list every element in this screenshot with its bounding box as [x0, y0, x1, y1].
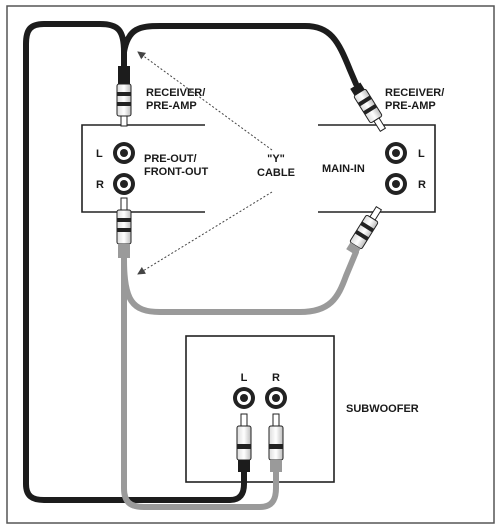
label-main-l: L	[418, 148, 425, 160]
gray-cable-sub	[121, 252, 279, 510]
jack-preout-l	[113, 142, 135, 164]
rca-plug-top-right	[350, 82, 387, 133]
label-right-channel: R	[96, 179, 104, 191]
subwoofer-box	[185, 335, 335, 483]
rca-plug-top-left	[116, 66, 132, 127]
jack-mainin-r	[385, 173, 407, 195]
jack-sub-l	[233, 387, 255, 409]
rca-plug-bottom-left	[116, 197, 132, 258]
label-receiver-left-1: RECEIVER/	[146, 87, 205, 99]
jack-sub-r	[265, 387, 287, 409]
label-sub-r: R	[272, 372, 280, 384]
label-receiver-right-2: PRE-AMP	[385, 100, 436, 112]
label-receiver-left-2: PRE-AMP	[146, 100, 197, 112]
jack-mainin-l	[385, 142, 407, 164]
rca-plug-bottom-right	[346, 205, 383, 256]
gray-cable-right	[121, 249, 359, 315]
label-left-channel: L	[96, 148, 103, 160]
label-receiver-right-1: RECEIVER/	[385, 87, 444, 99]
label-y-cable-2: CABLE	[257, 167, 295, 179]
receiver-left-panel	[81, 124, 205, 213]
label-preout-1: PRE-OUT/	[144, 153, 197, 165]
label-preout-2: FRONT-OUT	[144, 166, 208, 178]
label-y-cable-1: "Y"	[267, 153, 285, 165]
label-main-in: MAIN-IN	[322, 163, 365, 175]
rca-plug-sub-right	[268, 413, 284, 472]
jack-preout-r	[113, 173, 135, 195]
label-main-r: R	[418, 179, 426, 191]
arrow-lower	[137, 191, 273, 275]
black-cable-right	[121, 23, 359, 87]
rca-plug-sub-left	[236, 413, 252, 472]
label-sub-l: L	[241, 372, 248, 384]
black-cable-loop	[23, 21, 247, 503]
label-subwoofer: SUBWOOFER	[346, 403, 419, 415]
outer-frame	[6, 5, 495, 524]
